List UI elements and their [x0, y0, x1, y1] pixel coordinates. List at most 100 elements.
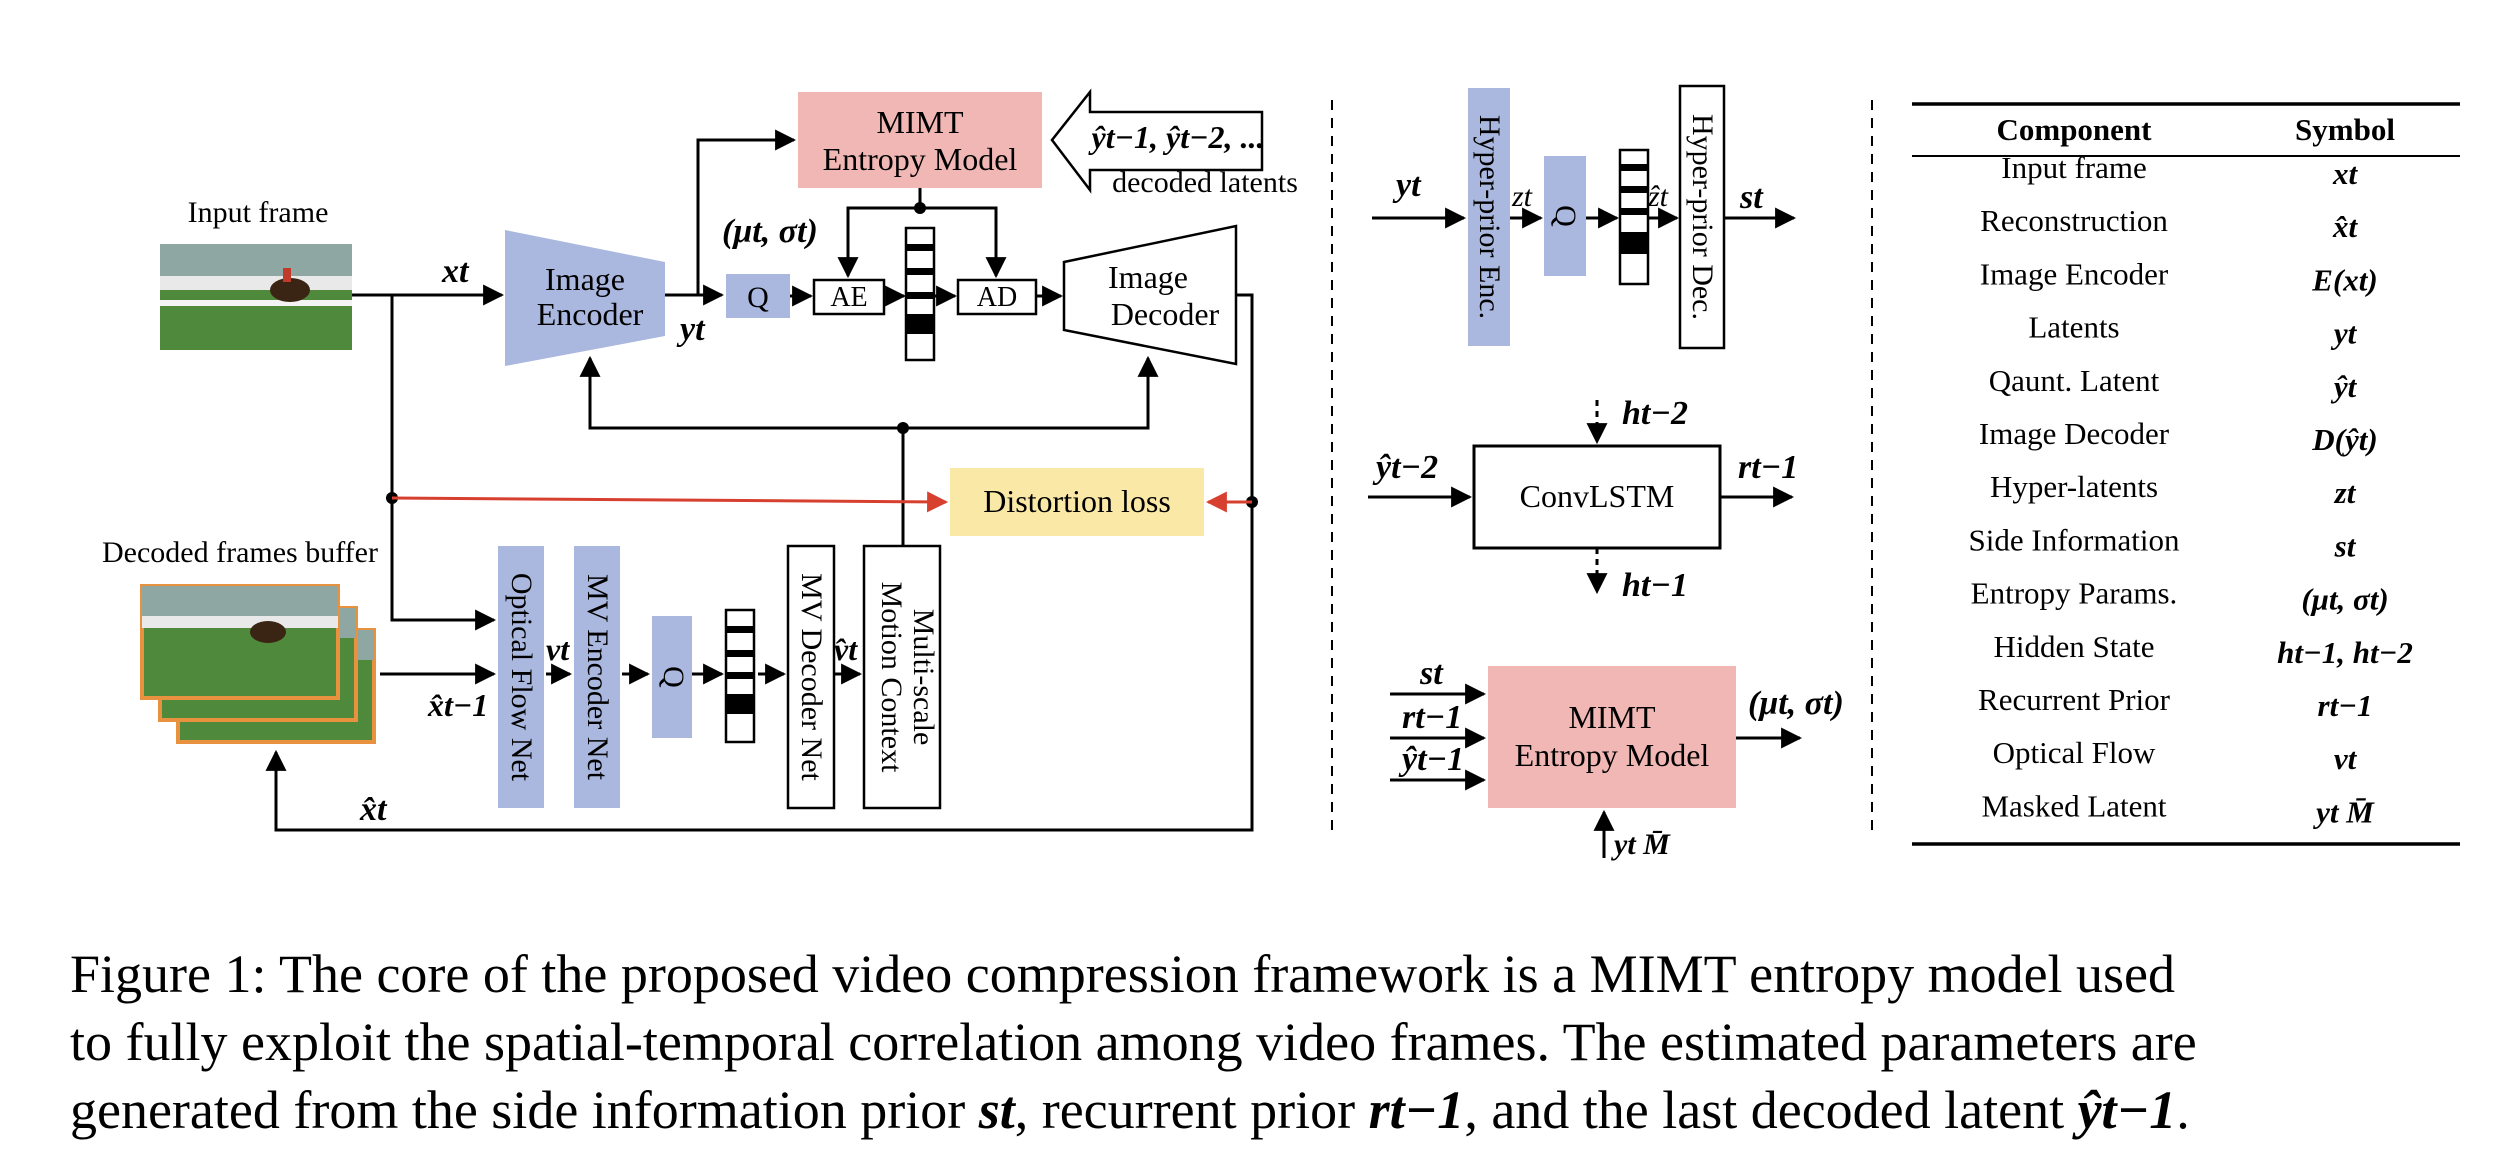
caption-line-3-c: , and the last decoded latent — [1464, 1080, 2078, 1140]
caption-sym-rt: rt−1 — [1368, 1080, 1465, 1140]
caption-line-3-d: . — [2176, 1080, 2190, 1140]
table-cell-symbol: ht−1, ht−2 — [2277, 635, 2413, 670]
motion-context-label-2: Motion Context — [875, 582, 908, 774]
mv-encoder-block — [574, 546, 620, 808]
sym-yt: yt — [676, 311, 706, 348]
convlstm-block — [1472, 444, 1722, 550]
left-panel-arrows — [265, 129, 1254, 832]
decoded-latents-arrow — [1050, 88, 1264, 194]
hyper-prior-dec-block — [1678, 84, 1726, 350]
q-label: Q — [747, 281, 769, 314]
table-cell-component: Optical Flow — [1993, 735, 2156, 770]
mimt-label-2: Entropy Model — [823, 141, 1018, 177]
table-cell-component: Latents — [2028, 310, 2119, 345]
caption-line-3-a: generated from the side information prio… — [70, 1080, 979, 1140]
hyper-sym-yt: yt — [1392, 167, 1422, 204]
table-cell-symbol: yt — [2330, 316, 2358, 351]
table-cell-symbol: ŷt — [2330, 369, 2358, 404]
table-cell-component: Input frame — [2001, 150, 2146, 185]
table-header-symbol: Symbol — [2295, 112, 2395, 147]
mimt-small-sym-st: st — [1419, 655, 1444, 692]
hyper-prior-dec-label: Hyper-prior Dec. — [1686, 114, 1719, 320]
hyper-q-block — [1544, 156, 1586, 276]
decoded-frames-buffer-label: Decoded frames buffer — [102, 536, 378, 569]
figure-caption: Figure 1: The core of the proposed video… — [70, 940, 2470, 1144]
sym-vt: vt — [546, 631, 570, 667]
distortion-loss-label: Distortion loss — [983, 483, 1171, 519]
sym-vhat: v̂t — [834, 631, 858, 667]
table-cell-component: Reconstruction — [1980, 203, 2168, 238]
image-encoder-label-1: Image — [545, 261, 625, 297]
ad-block — [956, 278, 1038, 316]
caption-line-1: Figure 1: The core of the proposed video… — [70, 944, 2176, 1004]
table-cell-symbol: rt−1 — [2318, 688, 2373, 723]
mimt-small-sym-mask: yt M̄ — [1611, 828, 1671, 861]
image-encoder-label-2: Encoder — [537, 296, 644, 332]
caption-line-3: generated from the side information prio… — [70, 1076, 2470, 1144]
hyper-prior-enc-block — [1468, 88, 1510, 346]
mimt-small-block — [1488, 666, 1736, 808]
mv-decoder-block — [786, 544, 836, 810]
image-decoder-label-2: Decoder — [1111, 296, 1220, 332]
mimt-label-1: MIMT — [876, 104, 964, 140]
image-decoder-block — [1062, 224, 1238, 366]
sym-xt: xt — [441, 253, 470, 290]
decoded-latents-symbols: ŷt−1, ŷt−2, ... — [1088, 119, 1265, 155]
mimt-entropy-block — [798, 92, 1042, 188]
hyper-q-label: Q — [1549, 205, 1582, 227]
table-cell-component: Masked Latent — [1981, 788, 2166, 823]
motion-context-label-1: Multi-scale — [907, 609, 940, 746]
table-cell-symbol: xt — [2332, 156, 2359, 191]
convlstm-label: ConvLSTM — [1520, 478, 1675, 514]
hyper-sym-zhat: ẑt — [1647, 180, 1669, 213]
table-cell-symbol: x̂t — [2332, 209, 2359, 244]
distortion-arrow-left — [391, 491, 949, 513]
convlstm-arrows — [1368, 400, 1795, 595]
sym-xhat: x̂t — [359, 791, 388, 828]
decoded-frames-stack — [140, 584, 376, 744]
hyper-sym-zt: zt — [1511, 180, 1533, 213]
mv-q-label: Q — [657, 666, 690, 688]
bitstream-mv — [724, 608, 756, 744]
table-cell-symbol: (μt, σt) — [2301, 582, 2388, 617]
table-cell-component: Image Decoder — [1979, 416, 2170, 451]
diagram-canvas: Input frame Decoded frames buffer Image … — [102, 84, 2460, 861]
convlstm-sym-h1: ht−1 — [1622, 567, 1688, 604]
table-cell-component: Entropy Params. — [1971, 576, 2178, 611]
mv-decoder-label: MV Decoder Net — [795, 573, 828, 781]
caption-line-3-b: , recurrent prior — [1014, 1080, 1369, 1140]
ae-block — [812, 278, 886, 316]
image-decoder-label-1: Image — [1108, 259, 1188, 295]
sym-mu-sigma: (μt, σt) — [722, 213, 818, 250]
bitstream-main — [904, 226, 936, 362]
convlstm-sym-in: ŷt−2 — [1372, 449, 1438, 486]
table-cell-component: Side Information — [1969, 522, 2180, 557]
table-header-component: Component — [1996, 112, 2152, 147]
mimt-small-arrows — [1390, 683, 1803, 858]
mv-q-block — [652, 616, 692, 738]
table-cell-symbol: yt M̄ — [2312, 794, 2375, 829]
ad-label: AD — [977, 282, 1017, 313]
caption-sym-yhat: ŷt−1 — [2077, 1080, 2177, 1140]
motion-context-block — [862, 544, 942, 810]
caption-line-2: to fully exploit the spatial-temporal co… — [70, 1012, 2197, 1072]
bitstream-hyper — [1618, 148, 1650, 286]
hyper-prior-enc-label: Hyper-prior Enc. — [1473, 115, 1506, 319]
mimt-small-label-2: Entropy Model — [1515, 737, 1710, 773]
table-cell-symbol: zt — [2334, 475, 2357, 510]
image-encoder-block — [505, 230, 665, 366]
convlstm-sym-out: rt−1 — [1738, 449, 1798, 486]
q-block — [726, 274, 790, 318]
input-frame-label: Input frame — [188, 196, 329, 229]
table-cell-symbol: E(xt) — [2311, 262, 2377, 297]
optical-flow-block — [498, 546, 544, 808]
mimt-small-sym-yhat: ŷt−1 — [1398, 741, 1464, 778]
table-cell-component: Hidden State — [1994, 629, 2155, 664]
caption-sym-st: st — [978, 1080, 1015, 1140]
table-cell-symbol: D(ŷt) — [2311, 422, 2377, 457]
mimt-small-sym-rt: rt−1 — [1402, 699, 1462, 736]
table-cell-component: Image Encoder — [1980, 256, 2169, 291]
table-cell-component: Qaunt. Latent — [1989, 363, 2160, 398]
